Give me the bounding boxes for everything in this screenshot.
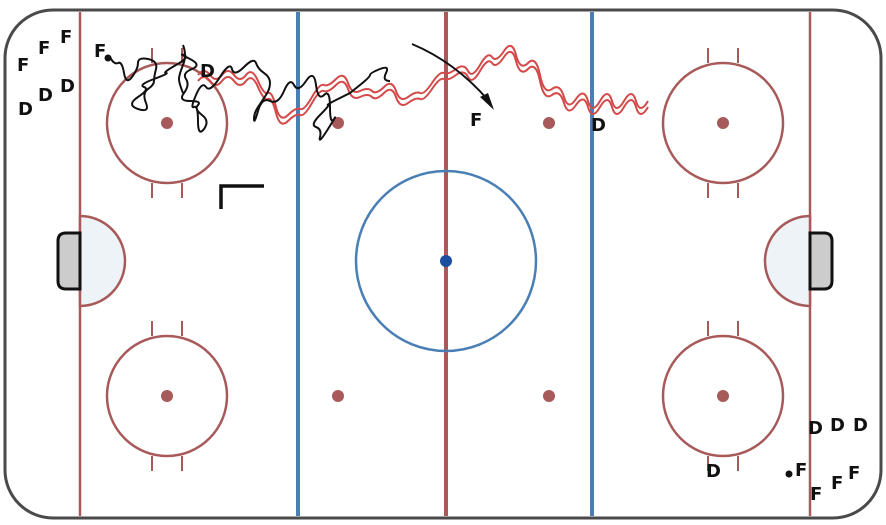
center-faceoff-dot <box>440 255 452 267</box>
faceoff-circle-bottom-left <box>105 321 229 471</box>
center-circle <box>354 169 538 353</box>
player-defense-left: D <box>200 61 215 82</box>
right-goal-crease <box>763 214 812 308</box>
puck-dot-icon <box>104 54 112 62</box>
player-forward-start: F <box>94 41 106 62</box>
player-forward: F <box>810 484 822 505</box>
red-skating-path <box>197 44 649 125</box>
player-defense: D <box>830 415 845 436</box>
player-defense: D <box>18 99 33 120</box>
player-forward: F <box>795 460 807 481</box>
left-goal-crease <box>78 214 127 308</box>
neutral-dot-top-left <box>332 117 344 129</box>
player-defense-right: D <box>591 115 606 136</box>
faceoff-circle-top-right <box>661 48 785 198</box>
player-forward: F <box>17 55 29 76</box>
player-forward: F <box>38 38 50 59</box>
player-forward: F <box>60 27 72 48</box>
black-skating-path <box>109 44 391 141</box>
player-defense: D <box>853 415 868 436</box>
pass-arrow <box>411 43 494 110</box>
neutral-dot-top-right <box>543 117 555 129</box>
faceoff-circle-bottom-right <box>661 321 785 471</box>
player-forward-extra: F <box>848 463 860 484</box>
player-forward: F <box>831 473 843 494</box>
player-defense: D <box>60 76 75 97</box>
left-goal-net <box>56 231 82 291</box>
puck-dot-icon <box>785 470 793 478</box>
neutral-dot-bottom-right <box>543 390 555 402</box>
player-defense: D <box>38 85 53 106</box>
player-defense: D <box>808 418 823 439</box>
neutral-dot-bottom-left <box>332 390 344 402</box>
right-goal-net <box>808 231 834 291</box>
faceoff-circle-top-left <box>105 48 229 198</box>
player-forward-mid: F <box>470 110 482 131</box>
corner-marker-icon <box>219 184 264 209</box>
player-defense: D <box>706 461 721 482</box>
